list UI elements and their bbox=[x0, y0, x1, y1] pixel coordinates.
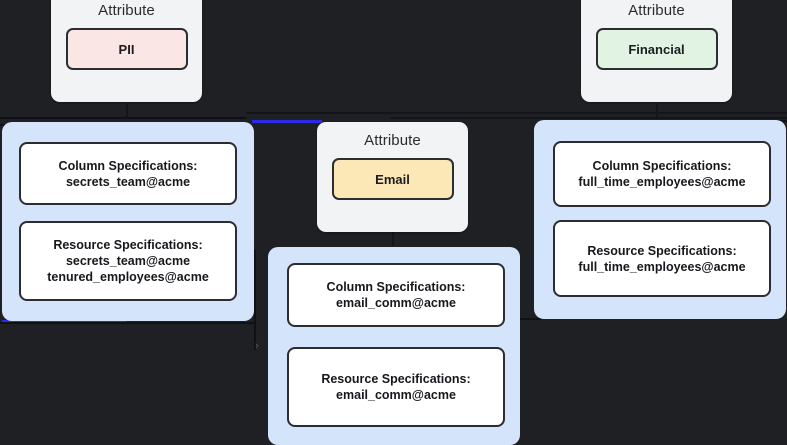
edge-connector-email bbox=[392, 228, 394, 246]
edge-highlight-bottom-left bbox=[2, 320, 126, 323]
edge-connector-financial bbox=[656, 104, 658, 119]
spec-box-financial-resource[interactable]: Resource Specifications: full_time_emplo… bbox=[553, 220, 771, 297]
spec-line: full_time_employees@acme bbox=[578, 175, 746, 189]
attribute-card-financial[interactable]: Attribute Financial bbox=[581, 0, 732, 102]
spec-line: secrets_team@acme bbox=[65, 174, 191, 189]
attribute-card-email-title: Attribute bbox=[364, 132, 421, 149]
spec-line: email_comm@acme bbox=[336, 388, 456, 402]
edge-line-bottom-left bbox=[0, 322, 256, 324]
spec-box-financial-column[interactable]: Column Specifications: full_time_employe… bbox=[553, 141, 771, 207]
spec-box-pii-column[interactable]: Column Specifications: secrets_team@acme bbox=[19, 142, 237, 205]
spec-panel-email[interactable]: Column Specifications: email_comm@acme R… bbox=[268, 247, 520, 445]
spec-line: Resource Specifications: bbox=[321, 372, 471, 386]
spec-line: Resource Specifications: bbox=[53, 238, 203, 252]
spec-line: Resource Specifications: bbox=[587, 243, 737, 258]
edge-line-left-upper bbox=[0, 117, 246, 119]
spec-box-email-column[interactable]: Column Specifications: email_comm@acme bbox=[287, 263, 505, 327]
spec-line: Column Specifications: bbox=[592, 159, 732, 173]
spec-line: secrets_team@acme bbox=[65, 254, 191, 268]
attribute-card-financial-title: Attribute bbox=[628, 2, 685, 19]
edge-line-vertical-mid bbox=[254, 250, 256, 350]
spec-panel-pii[interactable]: Column Specifications: secrets_team@acme… bbox=[2, 122, 254, 321]
attribute-card-email[interactable]: Attribute Email bbox=[317, 122, 468, 232]
attribute-card-pii-title: Attribute bbox=[98, 2, 155, 19]
chevron-right-icon: › bbox=[255, 340, 259, 352]
attribute-chip-pii[interactable]: PII bbox=[65, 28, 188, 70]
spec-box-pii-resource[interactable]: Resource Specifications: secrets_team@ac… bbox=[19, 221, 237, 301]
spec-line: Column Specifications: bbox=[58, 158, 198, 173]
edge-highlight-top bbox=[252, 120, 322, 123]
spec-line: full_time_employees@acme bbox=[578, 259, 746, 274]
edge-line-mid-right bbox=[390, 117, 787, 119]
spec-line: tenured_employees@acme bbox=[47, 270, 209, 284]
edge-line-bottom-right bbox=[498, 318, 542, 320]
spec-line: Column Specifications: bbox=[326, 280, 466, 294]
attribute-chip-financial[interactable]: Financial bbox=[595, 28, 718, 70]
edge-connector-pii bbox=[126, 104, 128, 119]
spec-box-email-resource[interactable]: Resource Specifications: email_comm@acme bbox=[287, 347, 505, 427]
attribute-card-pii[interactable]: Attribute PII bbox=[51, 0, 202, 102]
spec-line: email_comm@acme bbox=[336, 296, 456, 310]
attribute-chip-email[interactable]: Email bbox=[331, 158, 454, 200]
edge-line-top-right bbox=[246, 112, 787, 114]
spec-panel-financial[interactable]: Column Specifications: full_time_employe… bbox=[534, 120, 786, 319]
